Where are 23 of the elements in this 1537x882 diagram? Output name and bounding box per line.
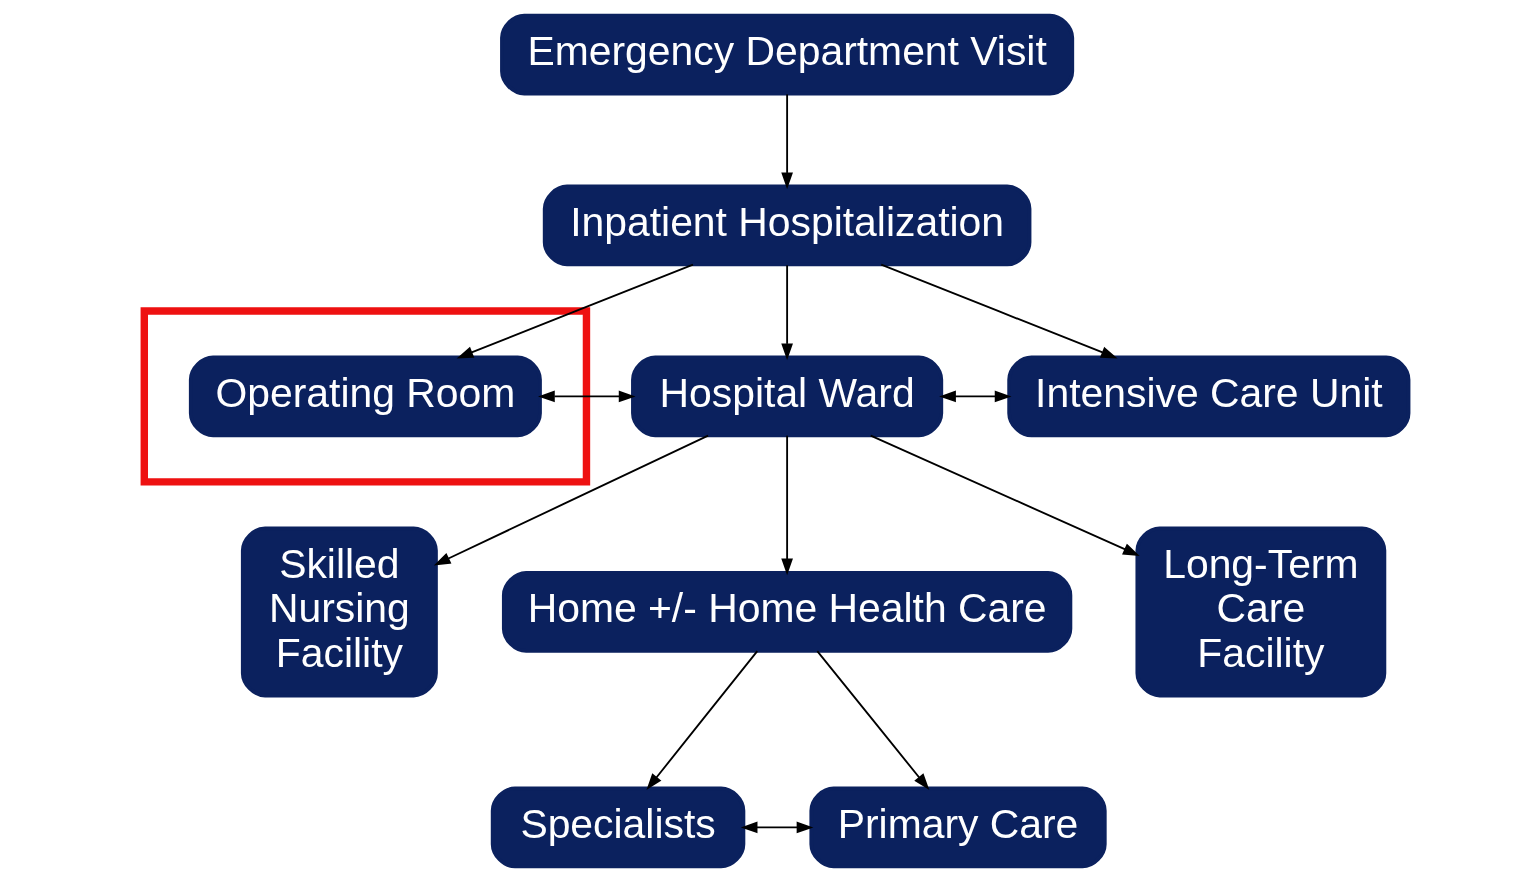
arrow xyxy=(938,390,1011,403)
cluster xyxy=(140,307,590,486)
node-box: Specialists xyxy=(490,786,745,869)
arrow xyxy=(433,434,709,566)
arrow xyxy=(537,390,636,403)
arrow xyxy=(645,650,758,791)
node-box: Long-Term Care Facility xyxy=(1134,526,1386,698)
arrow xyxy=(780,93,793,190)
node-box: Skilled Nursing Facility xyxy=(240,526,438,698)
node-box: Operating Room xyxy=(188,355,542,438)
arrow xyxy=(740,821,813,834)
node-box: Inpatient Hospitalization xyxy=(542,184,1031,267)
arrow xyxy=(879,263,1118,359)
node-box: Primary Care xyxy=(808,786,1107,869)
arrow xyxy=(780,264,793,361)
arrow xyxy=(456,263,694,359)
node-box: Home +/- Home Health Care xyxy=(501,571,1072,653)
node-box: Emergency Department Visit xyxy=(499,13,1074,96)
node-box: Intensive Care Unit xyxy=(1006,355,1410,438)
node-box: Hospital Ward xyxy=(630,355,943,438)
arrow xyxy=(780,434,793,576)
arrow xyxy=(869,434,1140,556)
arrow xyxy=(815,650,929,791)
